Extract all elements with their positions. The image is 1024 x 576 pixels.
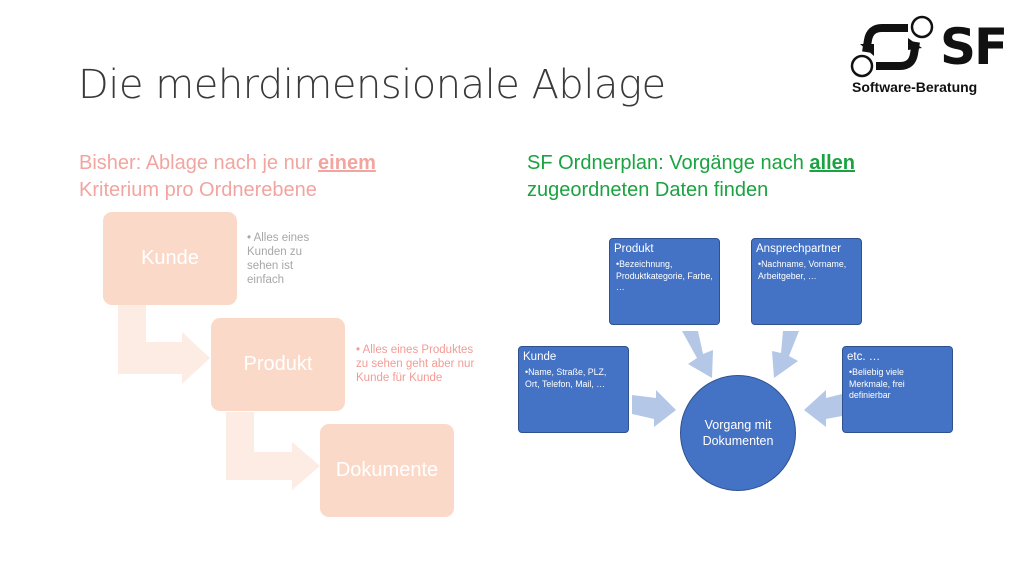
level-box-produkt: Produkt <box>211 318 345 411</box>
box-ansprechpartner-title: Ansprechpartner <box>756 243 842 255</box>
level-bullet-produkt: • Alles eines Produktes zu sehen geht ab… <box>356 344 475 384</box>
logo-tagline: Software-Beratung <box>852 79 978 95</box>
level-box-dokumente: Dokumente <box>320 424 454 517</box>
box-ansprechpartner: Ansprechpartner •Nachname, Vorname, Arbe… <box>751 238 862 325</box>
slide-title: Die mehrdimensionale Ablage <box>78 62 666 108</box>
level-bullet-kunde: • Alles eines Kunden zu sehen ist einfac… <box>247 232 310 286</box>
arrow-from-produkt <box>682 331 713 378</box>
box-produkt: Produkt •Bezeichnung, Produktkategorie, … <box>609 238 720 325</box>
right-heading-emphasis: allen <box>809 152 855 174</box>
left-heading-emphasis: einem <box>318 152 376 174</box>
left-heading: Bisher: Ablage nach je nur einem Kriteri… <box>79 150 499 204</box>
sf-logo-icon <box>850 15 934 78</box>
box-kunde-desc: •Name, Straße, PLZ, Ort, Telefon, Mail, … <box>525 367 607 389</box>
left-heading-pre: Bisher: Ablage nach je nur <box>79 152 319 174</box>
box-etc-title: etc. … <box>847 351 881 363</box>
hierarchy-arrow-2 <box>226 412 320 490</box>
hierarchy-arrow-1 <box>118 305 210 384</box>
center-label: Vorgang mit Dokumenten <box>702 418 774 448</box>
box-kunde-title: Kunde <box>523 351 557 363</box>
box-kunde: Kunde •Name, Straße, PLZ, Ort, Telefon, … <box>518 346 629 433</box>
right-heading-pre: SF Ordnerplan: Vorgänge nach <box>527 152 810 174</box>
box-produkt-title: Produkt <box>614 243 654 255</box>
right-heading-post: zugeordneten Daten finden <box>527 179 769 201</box>
box-etc-desc: •Beliebig viele Merkmale, frei definierb… <box>849 367 905 400</box>
box-etc: etc. … •Beliebig viele Merkmale, frei de… <box>842 346 953 433</box>
box-produkt-desc: •Bezeichnung, Produktkategorie, Farbe, … <box>616 259 713 292</box>
center-vorgang-circle: Vorgang mit Dokumenten <box>680 375 796 491</box>
arrow-from-etc <box>804 390 842 427</box>
arrow-from-ansprechpartner <box>772 331 799 378</box>
box-ansprechpartner-desc: •Nachname, Vorname, Arbeitgeber, … <box>758 259 847 281</box>
left-heading-post: Kriterium pro Ordnerebene <box>79 179 317 201</box>
right-heading: SF Ordnerplan: Vorgänge nach allen zugeo… <box>527 150 947 204</box>
arrow-from-kunde <box>632 390 676 427</box>
level-box-kunde: Kunde <box>103 212 237 305</box>
logo-letters: SF <box>940 18 1008 76</box>
